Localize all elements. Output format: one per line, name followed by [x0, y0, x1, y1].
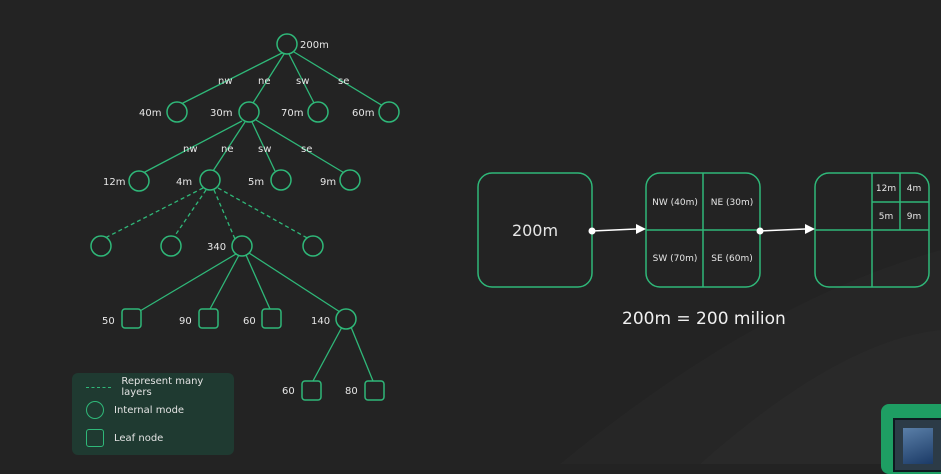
label-5m: 5m	[248, 177, 264, 188]
quad-sub-9m: 9m	[907, 212, 922, 222]
branch-label-se-2: se	[301, 144, 312, 155]
branch-label-ne-1: ne	[258, 76, 271, 87]
node-dashed-1	[90, 235, 112, 257]
branch-label-ne-2: ne	[221, 144, 234, 155]
legend-row-dashed: Represent many layers	[86, 376, 234, 398]
label-12m: 12m	[103, 177, 125, 188]
node-60m	[378, 101, 400, 123]
label-40m: 40m	[139, 108, 161, 119]
label-30m: 30m	[210, 108, 232, 119]
node-4m	[199, 169, 221, 191]
node-9m	[339, 169, 361, 191]
node-5m	[270, 169, 292, 191]
legend-dashed-label: Represent many layers	[121, 376, 204, 398]
label-4m: 4m	[176, 177, 192, 188]
label-80: 80	[345, 386, 358, 397]
legend-leaf-label: Leaf node	[114, 432, 164, 444]
quad-se-label: SE (60m)	[711, 254, 753, 264]
branch-label-sw-2: sw	[258, 144, 271, 155]
arrow-1	[588, 224, 646, 235]
label-140: 140	[311, 316, 330, 327]
label-60-a: 60	[243, 316, 256, 327]
leaf-80	[364, 380, 385, 401]
dashed-line-icon	[86, 386, 112, 388]
label-60-b: 60	[282, 386, 295, 397]
branch-label-nw-2: nw	[183, 144, 198, 155]
node-140	[335, 308, 357, 330]
legend: Represent many layers Internal mode Leaf…	[72, 373, 234, 455]
node-dashed-2	[160, 235, 182, 257]
quad-sw-label: SW (70m)	[653, 254, 698, 264]
label-root: 200m	[300, 40, 329, 51]
label-50: 50	[102, 316, 115, 327]
square-leaf-icon	[86, 429, 104, 447]
node-dashed-3	[302, 235, 324, 257]
legend-internal-label: Internal mode	[114, 404, 185, 416]
arrow-2	[756, 224, 815, 235]
leaf-50	[121, 308, 142, 329]
quad-ne-label: NE (30m)	[711, 198, 754, 208]
branch-label-se-1: se	[338, 76, 349, 87]
quad-sub-12m: 12m	[876, 184, 896, 194]
leaf-90	[198, 308, 219, 329]
node-30m	[238, 101, 260, 123]
branch-label-sw-1: sw	[296, 76, 309, 87]
legend-row-internal: Internal mode	[86, 400, 184, 420]
video-thumbnail[interactable]	[881, 404, 941, 474]
node-40m	[166, 101, 188, 123]
node-340	[231, 235, 253, 257]
circle-node-icon	[86, 401, 104, 419]
quad-root-label: 200m	[512, 221, 558, 240]
leaf-60-a	[261, 308, 282, 329]
quad-caption: 200m = 200 milion	[622, 309, 786, 329]
legend-row-leaf: Leaf node	[86, 428, 163, 448]
quadtree-diagram: 200m nw ne sw se 40m 30m 70m 60m nw ne s…	[90, 33, 930, 401]
label-90: 90	[179, 316, 192, 327]
quad-nw-label: NW (40m)	[652, 198, 698, 208]
leaf-60-b	[301, 380, 322, 401]
label-70m: 70m	[281, 108, 303, 119]
node-12m	[128, 170, 150, 192]
background-decoration	[0, 0, 941, 464]
node-root	[276, 33, 298, 55]
label-9m: 9m	[320, 177, 336, 188]
label-60m: 60m	[352, 108, 374, 119]
branch-label-nw-1: nw	[218, 76, 233, 87]
quad-sub-4m: 4m	[907, 184, 922, 194]
label-340: 340	[207, 242, 226, 253]
node-70m	[307, 101, 329, 123]
quad-sub-5m: 5m	[879, 212, 894, 222]
